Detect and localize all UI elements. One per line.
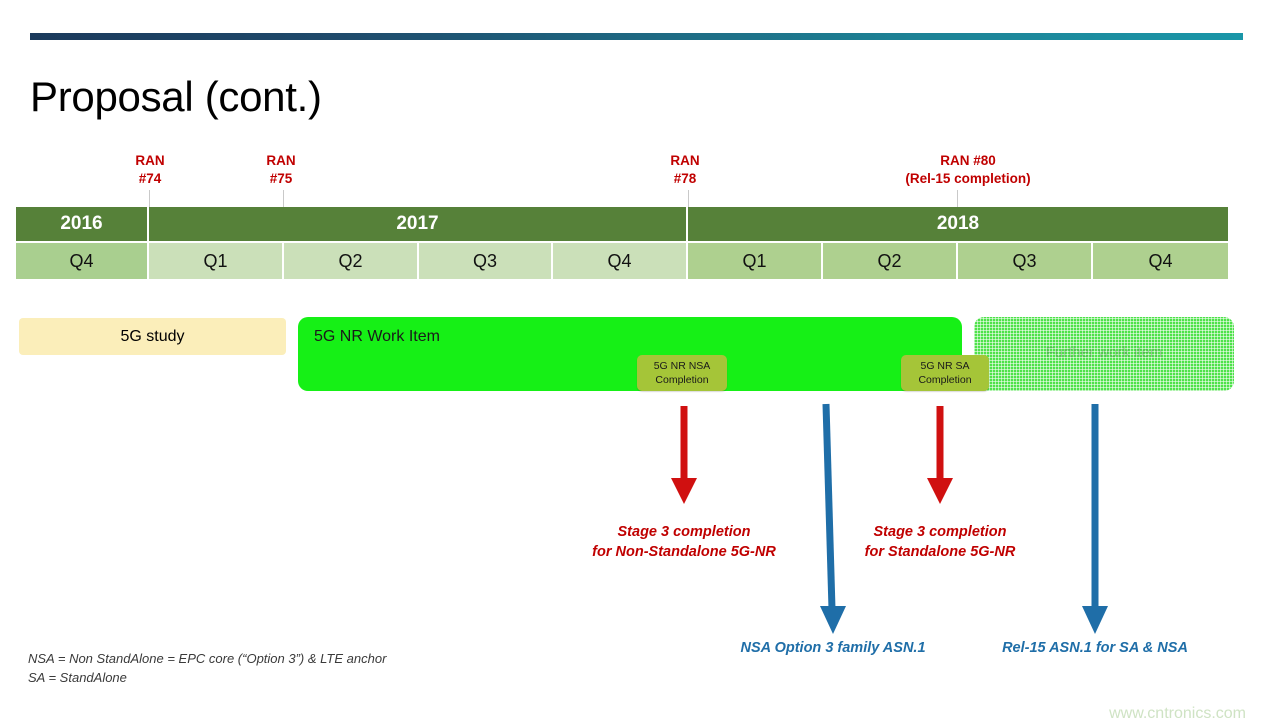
bar-5g-study: 5G study	[19, 318, 286, 355]
milestone-label-ran80: RAN #80 (Rel-15 completion)	[905, 153, 1031, 187]
timeline-quarter-2016-q4: Q4	[16, 243, 149, 279]
bar-further-work-item-label: Further work item	[1045, 344, 1163, 361]
timeline-quarter-2017-q2: Q2	[284, 243, 419, 279]
arrow-blue-nsa-asn1	[820, 403, 846, 634]
milestone-label-ran74: RAN #74	[135, 153, 165, 187]
watermark: www.cntronics.com	[1109, 705, 1246, 722]
annotation-asn1-rel15: Rel-15 ASN.1 for SA & NSA	[1002, 640, 1188, 656]
timeline-year-2016: 2016	[16, 207, 149, 241]
badge-5g-nr-nsa-completion: 5G NR NSA Completion	[637, 355, 727, 391]
milestone-tick-ran75	[283, 190, 284, 210]
timeline-table: 2016 2017 2018 Q4 Q1 Q2 Q3 Q4 Q1 Q2 Q3 Q…	[16, 207, 1228, 279]
timeline-quarter-2018-q2: Q2	[823, 243, 958, 279]
bar-5g-study-label: 5G study	[120, 327, 185, 345]
legend-footnote: NSA = Non StandAlone = EPC core (“Option…	[28, 651, 387, 685]
timeline-quarter-2018-q4: Q4	[1093, 243, 1228, 279]
timeline-year-2018: 2018	[688, 207, 1228, 241]
timeline-year-row: 2016 2017 2018	[16, 207, 1228, 241]
bar-5g-nr-work-item-label: 5G NR Work Item	[314, 328, 440, 345]
timeline-quarter-2018-q1: Q1	[688, 243, 823, 279]
slide-accent-rule	[30, 33, 1243, 40]
timeline-quarter-row: Q4 Q1 Q2 Q3 Q4 Q1 Q2 Q3 Q4	[16, 243, 1228, 279]
page-title: Proposal (cont.)	[30, 73, 322, 120]
milestone-label-ran75: RAN #75	[266, 153, 296, 187]
milestone-tick-ran74	[149, 190, 150, 210]
arrow-red-nsa	[671, 406, 697, 504]
bar-further-work-item: Further work item	[974, 317, 1234, 391]
milestone-tick-ran80	[957, 190, 958, 210]
timeline-year-2017: 2017	[149, 207, 688, 241]
bar-5g-nr-work-item: 5G NR Work Item	[298, 317, 962, 391]
annotation-stage3-sa: Stage 3 completion for Standalone 5G-NR	[864, 524, 1016, 560]
timeline-quarter-2017-q1: Q1	[149, 243, 284, 279]
milestone-label-ran78: RAN #78	[670, 153, 700, 187]
timeline-quarter-2017-q4: Q4	[553, 243, 688, 279]
timeline-quarter-2017-q3: Q3	[419, 243, 553, 279]
arrow-blue-rel15-asn1	[1082, 404, 1108, 634]
arrow-red-sa	[927, 406, 953, 504]
badge-5g-nr-sa-completion: 5G NR SA Completion	[901, 355, 989, 391]
annotation-stage3-nsa: Stage 3 completion for Non-Standalone 5G…	[592, 524, 776, 560]
milestone-tick-ran78	[688, 190, 689, 210]
annotation-asn1-nsa-option3: NSA Option 3 family ASN.1	[740, 640, 926, 656]
timeline-quarter-2018-q3: Q3	[958, 243, 1093, 279]
